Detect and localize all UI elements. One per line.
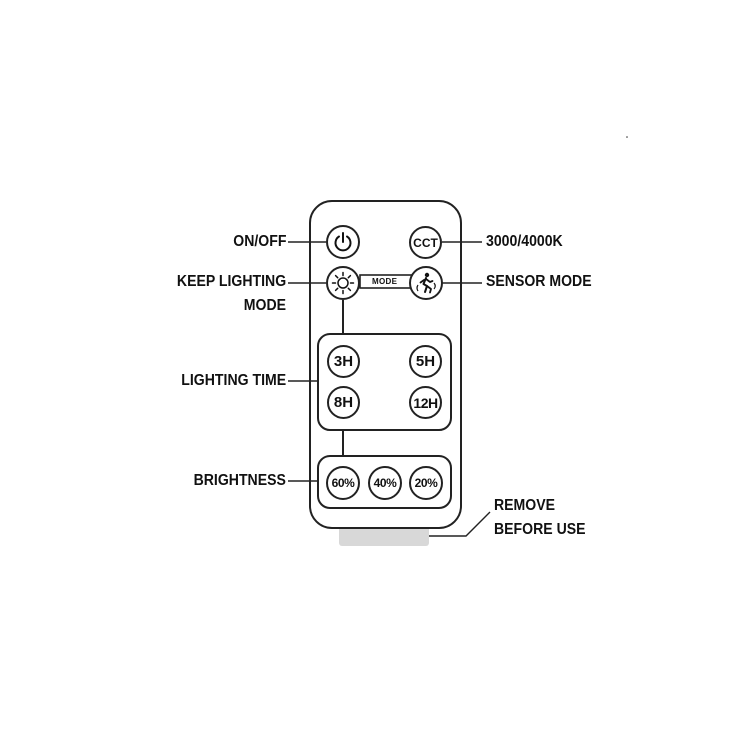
time-3h-button[interactable]: 3H xyxy=(327,345,360,378)
battery-pull-tab[interactable] xyxy=(339,526,429,546)
cct-button-label: CCT xyxy=(413,235,438,250)
brightness-40-button[interactable]: 40% xyxy=(368,466,402,500)
time-5h-button[interactable]: 5H xyxy=(409,345,442,378)
power-icon xyxy=(334,232,352,252)
sensor-mode-button[interactable] xyxy=(409,266,443,300)
callout-remove-line1: REMOVE xyxy=(494,497,556,514)
callout-keep-lighting-line1: KEEP LIGHTING xyxy=(176,273,286,290)
cct-button[interactable]: CCT xyxy=(409,226,442,259)
brightness-40-label: 40% xyxy=(373,476,397,490)
callout-remove-line2: BEFORE USE xyxy=(494,521,586,538)
lighting-time-group xyxy=(317,333,452,431)
brightness-60-label: 60% xyxy=(331,476,355,490)
time-8h-button[interactable]: 8H xyxy=(327,386,360,419)
time-3h-label: 3H xyxy=(333,353,354,370)
callout-cct-range: 3000/4000K xyxy=(486,233,563,250)
keep-lighting-button[interactable] xyxy=(326,266,360,300)
mode-label: MODE xyxy=(372,277,398,286)
speck xyxy=(626,136,628,138)
time-12h-button[interactable]: 12H xyxy=(409,386,442,419)
brightness-60-button[interactable]: 60% xyxy=(326,466,360,500)
callout-keep-lighting-line2: MODE xyxy=(243,297,286,314)
callout-brightness: BRIGHTNESS xyxy=(193,472,286,489)
brightness-20-label: 20% xyxy=(414,476,438,490)
motion-sensor-icon xyxy=(416,272,436,294)
brightness-group xyxy=(317,455,452,509)
time-12h-label: 12H xyxy=(413,394,438,411)
callout-on-off: ON/OFF xyxy=(232,233,286,250)
power-button[interactable] xyxy=(326,225,360,259)
brightness-20-button[interactable]: 20% xyxy=(409,466,443,500)
time-8h-label: 8H xyxy=(333,394,354,411)
callout-lighting-time: LIGHTING TIME xyxy=(181,372,286,389)
leader-remove xyxy=(429,511,491,537)
callout-sensor-mode: SENSOR MODE xyxy=(486,273,592,290)
sun-icon xyxy=(331,271,355,295)
time-5h-label: 5H xyxy=(415,353,436,370)
